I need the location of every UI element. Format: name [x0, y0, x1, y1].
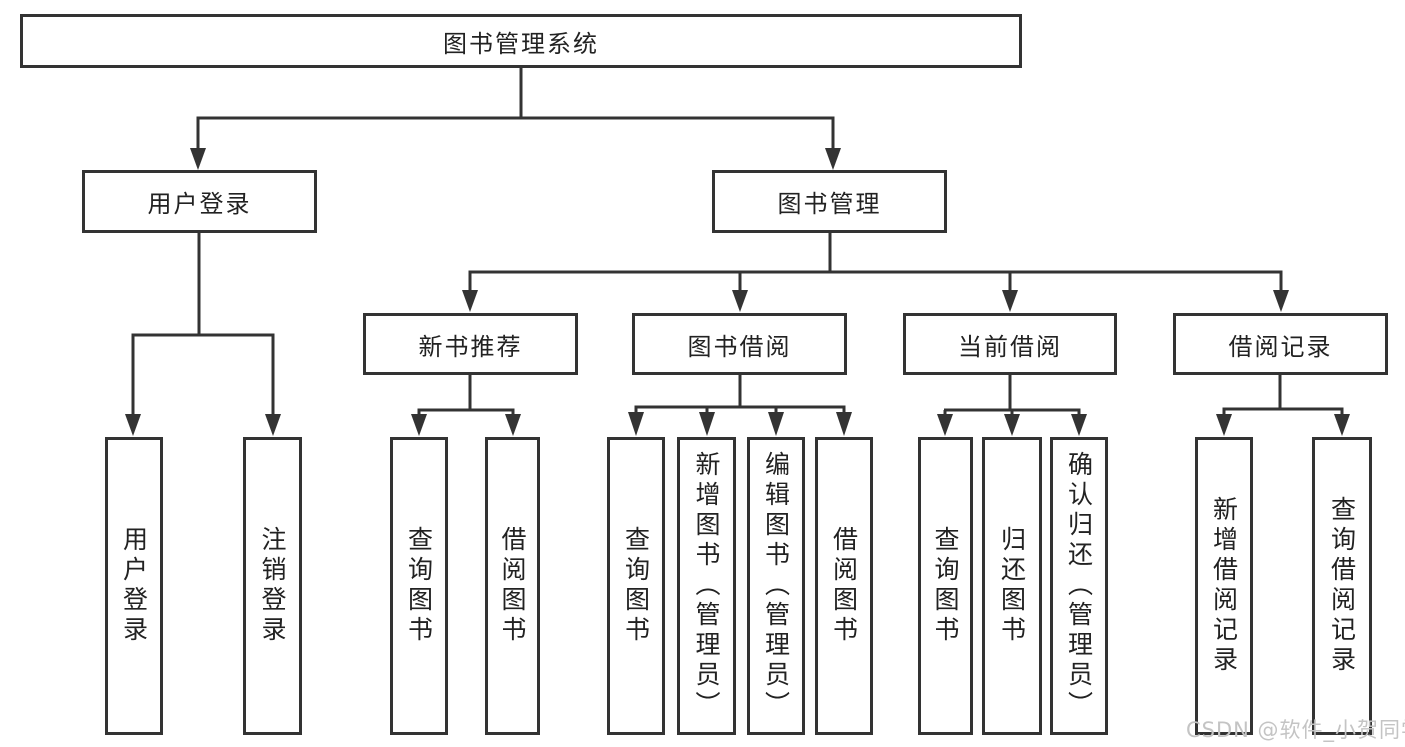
leaf-br-query-record: 查询借阅记录 — [1312, 437, 1372, 735]
node-current-borrowing: 当前借阅 — [903, 313, 1117, 375]
leaf-br-add-record-label: 新增借阅记录 — [1209, 496, 1239, 676]
connector-user-login — [125, 233, 281, 436]
leaf-bb-add-books-admin: 新增图书（管理员） — [677, 437, 736, 735]
leaf-logout-label: 注销登录 — [258, 526, 287, 646]
leaf-cb-return-books: 归还图书 — [982, 437, 1042, 735]
connector-book-management — [462, 233, 1289, 312]
leaf-bb-borrow-books-label: 借阅图书 — [829, 526, 859, 646]
leaf-cb-return-books-label: 归还图书 — [997, 526, 1027, 646]
leaf-br-query-record-label: 查询借阅记录 — [1327, 496, 1357, 676]
leaf-cb-confirm-return-admin-label: 确认归还（管理员） — [1064, 451, 1094, 721]
connector-new-books — [411, 375, 521, 436]
node-borrow-records: 借阅记录 — [1173, 313, 1388, 375]
leaf-bb-add-books-admin-label: 新增图书（管理员） — [692, 451, 721, 721]
connector-root — [190, 68, 841, 170]
watermark: CSDN @软件_小贺同学 — [1186, 718, 1405, 742]
leaf-cb-query-books-label: 查询图书 — [931, 526, 960, 646]
node-root-label: 图书管理系统 — [443, 29, 599, 58]
leaf-nb-query-books: 查询图书 — [390, 437, 448, 735]
node-book-borrowing-label: 图书借阅 — [687, 332, 792, 361]
leaf-br-add-record: 新增借阅记录 — [1195, 437, 1253, 735]
node-book-management: 图书管理 — [712, 170, 947, 233]
leaf-logout: 注销登录 — [243, 437, 302, 735]
connector-records — [1216, 375, 1350, 436]
leaf-user-login: 用户登录 — [105, 437, 163, 735]
connector-borrowing — [628, 375, 852, 436]
node-user-login: 用户登录 — [82, 170, 317, 233]
node-book-borrowing: 图书借阅 — [632, 313, 847, 375]
node-current-borrowing-label: 当前借阅 — [958, 332, 1062, 361]
leaf-user-login-label: 用户登录 — [119, 526, 149, 646]
leaf-cb-query-books: 查询图书 — [918, 437, 973, 735]
node-book-management-label: 图书管理 — [777, 190, 882, 218]
node-borrow-records-label: 借阅记录 — [1228, 332, 1333, 361]
leaf-cb-confirm-return-admin: 确认归还（管理员） — [1050, 437, 1108, 735]
node-new-book-recommend: 新书推荐 — [363, 313, 578, 375]
node-root: 图书管理系统 — [20, 14, 1022, 68]
node-new-book-recommend-label: 新书推荐 — [418, 332, 523, 361]
leaf-bb-borrow-books: 借阅图书 — [815, 437, 873, 735]
leaf-nb-borrow-books-label: 借阅图书 — [498, 526, 527, 646]
leaf-nb-borrow-books: 借阅图书 — [485, 437, 540, 735]
leaf-bb-query-books: 查询图书 — [607, 437, 665, 735]
leaf-bb-edit-books-admin-label: 编辑图书（管理员） — [761, 451, 791, 721]
leaf-bb-edit-books-admin: 编辑图书（管理员） — [747, 437, 805, 735]
leaf-nb-query-books-label: 查询图书 — [404, 526, 434, 646]
leaf-bb-query-books-label: 查询图书 — [621, 526, 651, 646]
node-user-login-label: 用户登录 — [147, 190, 252, 218]
connector-current — [937, 375, 1087, 436]
